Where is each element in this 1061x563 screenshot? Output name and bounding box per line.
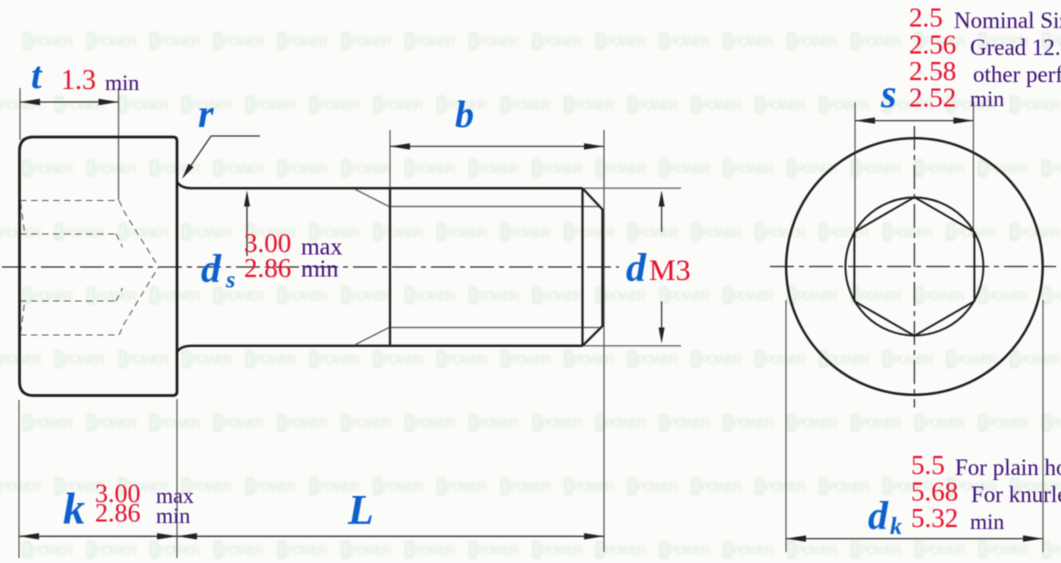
svg-text:2.5: 2.5: [909, 3, 943, 33]
svg-text:d: d: [868, 493, 889, 538]
svg-text:k: k: [63, 485, 85, 534]
svg-text:min: min: [156, 503, 190, 528]
svg-text:min: min: [970, 509, 1004, 534]
svg-text:5.68: 5.68: [911, 477, 958, 507]
svg-text:2.52: 2.52: [909, 83, 956, 113]
svg-text:min: min: [301, 257, 338, 283]
svg-text:2.86: 2.86: [95, 499, 141, 528]
svg-text:t: t: [31, 55, 43, 97]
svg-text:5.5: 5.5: [911, 450, 945, 480]
svg-text:1.3: 1.3: [61, 65, 96, 96]
svg-text:s: s: [225, 268, 235, 294]
svg-text:L: L: [347, 488, 374, 534]
svg-text:2.86: 2.86: [244, 253, 291, 283]
svg-text:Gread 12.9: Gread 12.9: [970, 35, 1061, 60]
svg-text:For knurled hole: For knurled hole: [971, 482, 1061, 507]
svg-text:3.00: 3.00: [95, 479, 141, 508]
svg-text:3.00: 3.00: [244, 228, 291, 258]
svg-text:min: min: [105, 70, 139, 95]
svg-text:s: s: [880, 71, 897, 116]
svg-text:M3: M3: [649, 254, 691, 287]
svg-text:5.32: 5.32: [911, 503, 958, 533]
svg-text:min: min: [970, 86, 1004, 111]
svg-text:other performance: other performance: [973, 62, 1061, 87]
svg-text:2.56: 2.56: [909, 30, 956, 60]
svg-text:k: k: [890, 514, 902, 540]
svg-text:d: d: [201, 246, 222, 291]
svg-text:r: r: [198, 91, 214, 136]
svg-text:max: max: [156, 483, 194, 508]
svg-text:2.58: 2.58: [909, 56, 956, 86]
svg-text:d: d: [626, 245, 647, 290]
svg-text:max: max: [301, 235, 342, 261]
svg-text:b: b: [455, 94, 474, 136]
svg-text:For plain hole: For plain hole: [955, 455, 1061, 480]
svg-text:Nominal Size: Nominal Size: [954, 8, 1061, 33]
